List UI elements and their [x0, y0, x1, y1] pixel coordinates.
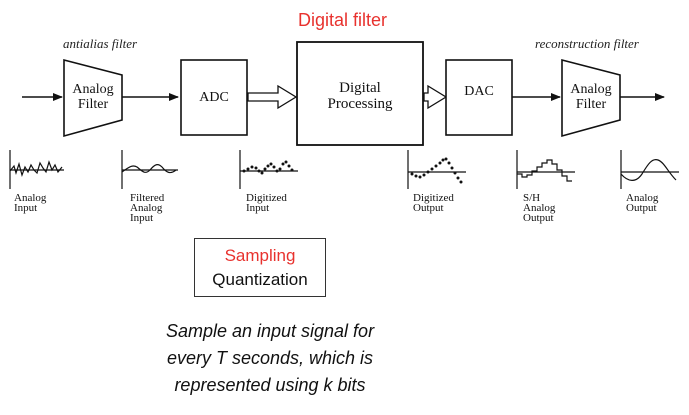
wave-label-2-line-1: Filtered: [130, 192, 165, 204]
wave-label-2-line-3: Input: [130, 212, 153, 224]
adc-block: [180, 59, 248, 136]
adc-to-dsp-hollow-arrow: [247, 84, 298, 110]
adc-label: ADC: [199, 90, 229, 105]
wave-label-5-line-3: Output: [523, 212, 554, 224]
digital-processing-label-2: Processing: [328, 96, 393, 112]
wave-label-6-line-2: Output: [626, 202, 657, 214]
wave-label-4-line-1: Digitized: [413, 192, 454, 204]
wave-label-1-line-2: Input: [14, 202, 37, 214]
wave-label-6-line-1: Analog: [626, 192, 659, 204]
waveform-digitized-input: [239, 150, 298, 189]
wave-label-2-line-2: Analog: [130, 202, 163, 214]
wave-label-5-line-2: Analog: [523, 202, 556, 214]
wave-label-5-line-1: S/H: [523, 192, 540, 204]
sampling-label: Sampling: [224, 246, 296, 265]
dac-block: [445, 59, 513, 136]
digital-processing-block: [296, 41, 424, 146]
wave-label-1-line-1: Analog: [14, 192, 47, 204]
digital-processing-label-1: Digital: [339, 80, 381, 96]
analog-filter-in-label-2: Filter: [78, 97, 109, 112]
wave-label-3-line-1: Digitized: [246, 192, 287, 204]
analog-filter-out-block: [561, 58, 621, 138]
sampling-note: Sample an input signal for every T secon…: [120, 318, 420, 399]
dac-label: DAC: [464, 84, 494, 99]
caption-reconstruction-filter: reconstruction filter: [535, 36, 639, 51]
analog-filter-out-label-2: Filter: [576, 97, 607, 112]
analog-filter-in-block: [63, 58, 123, 138]
quantization-label: Quantization: [212, 270, 308, 289]
analog-filter-in-label-1: Analog: [72, 82, 113, 97]
diagram-title: Digital filter: [298, 10, 388, 30]
waveform-filtered-input: [121, 150, 178, 189]
waveform-sh-output: [516, 150, 575, 189]
sampling-note-line-2: every T seconds, which is: [166, 348, 374, 368]
sampling-quantization-box: Sampling Quantization: [194, 238, 326, 297]
sampling-note-line-3: represented using k bits: [174, 375, 366, 395]
wave-label-4-line-2: Output: [413, 202, 444, 214]
wave-label-3-line-2: Input: [246, 202, 269, 214]
caption-antialias-filter: antialias filter: [63, 36, 138, 51]
sampling-note-line-1: Sample an input signal for: [165, 321, 375, 341]
waveform-analog-output: [620, 150, 679, 189]
dsp-to-dac-hollow-arrow: [423, 84, 448, 110]
analog-filter-out-label-1: Analog: [570, 82, 611, 97]
waveform-digitized-output: [407, 150, 466, 189]
waveform-analog-input: [9, 150, 64, 189]
